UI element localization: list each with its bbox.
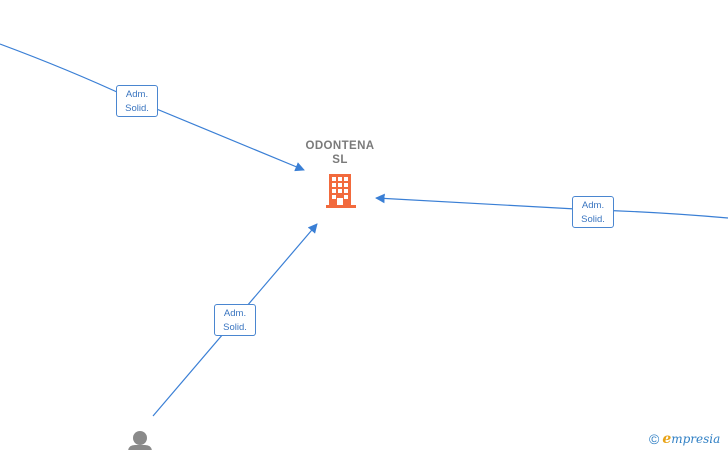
brand-logo-e: e — [662, 431, 672, 447]
edge-label-line2: Solid. — [223, 322, 247, 333]
edge-label-line2: Solid. — [125, 103, 149, 114]
edge-right — [375, 193, 728, 219]
edge-label-line2: Solid. — [581, 214, 605, 225]
brand-logo-text: mpresia — [671, 432, 721, 446]
edge-label-line1: Adm. — [581, 200, 605, 211]
edge-label-line1: Adm. — [125, 89, 149, 100]
company-name-label[interactable]: ODONTENA SL — [290, 139, 390, 167]
person-icon[interactable] — [128, 431, 152, 450]
empresia-watermark[interactable]: © e mpresia — [649, 429, 720, 449]
edge-label-top-left[interactable]: Adm. Solid. — [116, 85, 158, 117]
edge-label-line1: Adm. — [223, 308, 247, 319]
company-name-line1: ODONTENA — [305, 140, 375, 152]
building-icon[interactable] — [326, 174, 356, 208]
edge-label-right[interactable]: Adm. Solid. — [572, 196, 614, 228]
company-name-line2: SL — [332, 154, 348, 166]
edge-label-bottom[interactable]: Adm. Solid. — [214, 304, 256, 336]
copyright-symbol: © — [649, 431, 660, 447]
